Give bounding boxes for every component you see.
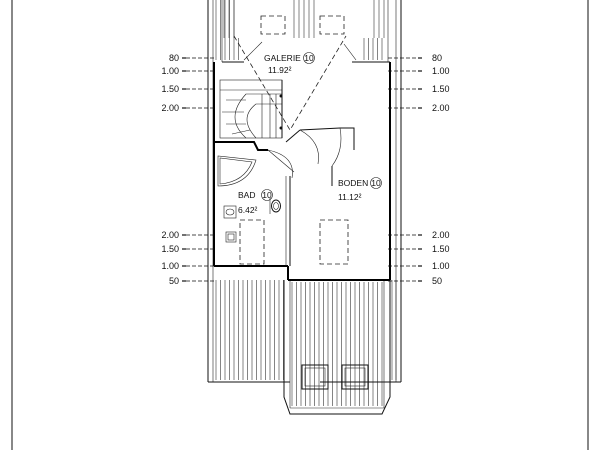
dimension-label: 1.00 [432, 66, 450, 76]
dimension-right-2: 1.50 [388, 84, 450, 94]
height-dimensions: 80 1.00 1.50 2.00 2.00 1.50 1.00 50 80 1.00 1.50 2.… [161, 53, 449, 286]
shower-tray [225, 231, 237, 243]
bathroom [214, 141, 295, 266]
galerie-skylight-left [260, 15, 286, 35]
dimension-label: 1.50 [161, 244, 179, 254]
dimension-right-5: 1.50 [388, 244, 450, 254]
room-bad-label: BAD 10 6.42² [238, 189, 273, 215]
washbasin [271, 199, 281, 213]
dimension-right-3: 2.00 [388, 103, 450, 113]
dimension-label: 1.00 [161, 261, 179, 271]
dimension-label: 1.50 [161, 84, 179, 94]
boden-number: 10 [371, 178, 381, 188]
dimension-right-1: 1.00 [388, 66, 450, 76]
dimension-left-1: 1.00 [161, 66, 216, 76]
interior [213, 35, 391, 281]
dimension-left-2: 1.50 [161, 84, 216, 94]
galerie-number: 10 [304, 53, 314, 63]
bad-number: 10 [262, 190, 272, 200]
boden-area: 11.12² [338, 192, 362, 202]
galerie-area: 11.92² [268, 65, 292, 75]
bathtub [217, 155, 257, 187]
dimension-label: 1.50 [432, 244, 450, 254]
dimension-label: 2.00 [432, 103, 450, 113]
roof-outline [207, 0, 402, 415]
staircase [219, 79, 283, 139]
dimension-label: 2.00 [432, 230, 450, 240]
dimension-label: 2.00 [161, 230, 179, 240]
dimension-label: 50 [169, 276, 179, 286]
dormer-windows [301, 364, 369, 390]
toilet [223, 205, 237, 219]
dimension-right-4: 2.00 [388, 230, 450, 240]
galerie-skylight-right [319, 15, 345, 35]
dimension-left-3: 2.00 [161, 103, 216, 113]
dimension-label: 80 [432, 53, 442, 63]
dimension-label: 50 [432, 276, 442, 286]
boden-name: BODEN [338, 178, 368, 188]
dimension-label: 80 [169, 53, 179, 63]
bath-door-swing [267, 149, 293, 179]
dimension-right-7: 50 [388, 276, 442, 286]
galerie-roof-lines [233, 35, 347, 131]
dimension-right-0: 80 [388, 53, 442, 63]
dimension-label: 2.00 [161, 103, 179, 113]
bath-skylight [239, 219, 265, 265]
boden-skylight [319, 219, 349, 265]
bad-name: BAD [238, 190, 255, 200]
room-galerie-label: GALERIE 10 11.92² [264, 52, 315, 75]
bad-area: 6.42² [238, 205, 258, 215]
dimension-left-0: 80 [169, 53, 216, 63]
upper-skylights [236, 0, 370, 38]
dimension-label: 1.00 [432, 261, 450, 271]
dimension-left-6: 1.00 [161, 261, 216, 271]
dimension-left-4: 2.00 [161, 230, 216, 240]
dimension-label: 1.50 [432, 84, 450, 94]
dimension-label: 1.00 [161, 66, 179, 76]
dimension-left-5: 1.50 [161, 244, 216, 254]
dimension-right-6: 1.00 [388, 261, 450, 271]
dimension-left-7: 50 [169, 276, 216, 286]
room-boden-label: BODEN 10 11.12² [338, 177, 382, 202]
galerie-name: GALERIE [264, 53, 301, 63]
